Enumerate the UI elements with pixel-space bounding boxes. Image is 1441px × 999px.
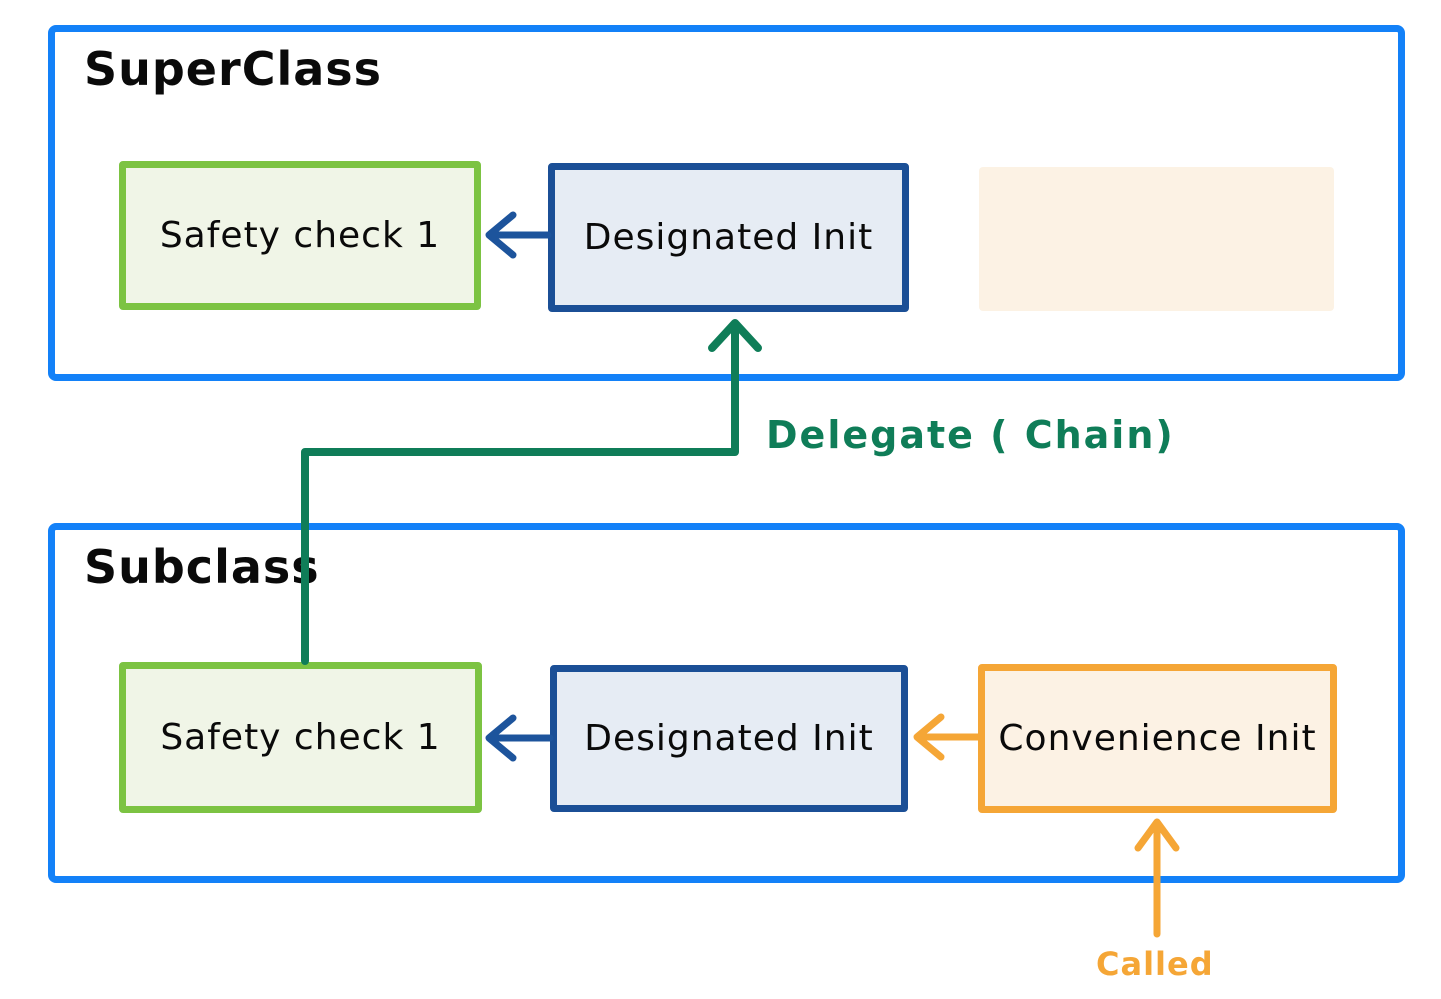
called-label: Called [1096, 945, 1214, 983]
superclass-placeholder-rect [979, 167, 1334, 311]
delegate-chain-label: Delegate ( Chain) [766, 413, 1175, 457]
subclass-designated-init-label: Designated Init [584, 718, 874, 759]
superclass-safety-check-label: Safety check 1 [159, 215, 441, 256]
subclass-safety-check-label: Safety check 1 [160, 717, 441, 758]
superclass-title: SuperClass [84, 42, 383, 96]
subclass-title: Subclass [84, 540, 320, 594]
superclass-designated-init-label: Designated Init [583, 217, 874, 258]
subclass-convenience-init-label: Convenience Init [998, 718, 1317, 759]
subclass-designated-init-box: Designated Init [550, 665, 908, 812]
superclass-safety-check-box: Safety check 1 [119, 161, 481, 310]
superclass-designated-init-box: Designated Init [548, 163, 909, 312]
subclass-safety-check-box: Safety check 1 [119, 662, 482, 813]
subclass-convenience-init-box: Convenience Init [978, 664, 1337, 813]
